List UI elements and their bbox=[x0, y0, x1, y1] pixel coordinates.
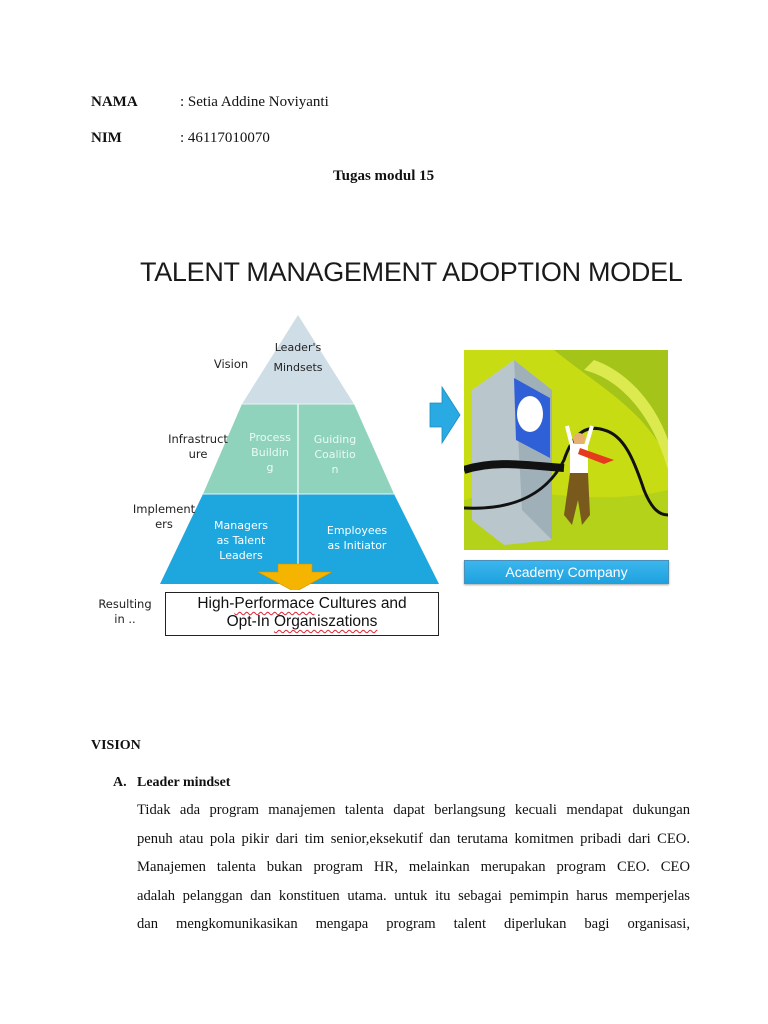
pyramid-bottom-tier bbox=[160, 494, 439, 584]
pyramid-diagram bbox=[160, 315, 439, 590]
figure-title: TALENT MANAGEMENT ADOPTION MODEL bbox=[140, 257, 683, 287]
employees-text: Employees as Initiator bbox=[326, 524, 388, 552]
managers-text: Managers as Talent Leaders bbox=[214, 519, 268, 562]
resulting-label: Resulting in .. bbox=[98, 597, 152, 626]
arrow-down-icon bbox=[257, 563, 333, 590]
name-value: : Setia Addine Noviyanti bbox=[180, 94, 329, 110]
infrastructure-label: Infrastruct ure bbox=[168, 432, 228, 461]
vision-label: Vision bbox=[213, 357, 249, 371]
result-line-2: Opt-In Organiszations bbox=[226, 613, 378, 630]
result-line-1: High-Performace Cultures and bbox=[197, 595, 407, 612]
computer-person-illustration bbox=[464, 350, 668, 550]
nim-value: : 46117010070 bbox=[180, 130, 270, 146]
arrow-right-icon bbox=[429, 385, 461, 445]
pyramid-top-tier bbox=[242, 315, 354, 404]
name-label: NAMA bbox=[91, 94, 138, 110]
section-title-vision: VISION bbox=[91, 738, 141, 753]
implementers-label: Implement ers bbox=[132, 502, 196, 531]
leader-mindset-paragraph: Tidak ada program manajemen talenta dapa… bbox=[137, 796, 690, 939]
nim-label: NIM bbox=[91, 130, 122, 146]
paragraph-line: dan mengkomunikasikan mengapa program ta… bbox=[137, 916, 690, 932]
subsection-marker: A. bbox=[113, 775, 127, 790]
subsection-title: Leader mindset bbox=[137, 775, 231, 790]
talent-model-figure: TALENT MANAGEMENT ADOPTION MODEL Leader'… bbox=[88, 240, 698, 645]
paragraph-line: Manajemen talenta bukan program HR, mela… bbox=[137, 859, 690, 875]
result-box: High-Performace Cultures and Opt-In Orga… bbox=[165, 592, 439, 636]
process-building-text: Process Buildin g bbox=[249, 431, 291, 474]
guiding-coalition-text: Guiding Coalitio n bbox=[313, 433, 357, 476]
academy-company-caption: Academy Company bbox=[464, 560, 669, 584]
document-title: Tugas modul 15 bbox=[333, 168, 435, 184]
pyramid-top-text: Leader's Mindsets bbox=[273, 341, 323, 374]
paragraph-line: penuh atau pola pikir dari tim senior,ek… bbox=[137, 830, 690, 847]
paragraph-line: adalah pelanggan dan konstituen utama. u… bbox=[137, 887, 690, 904]
paragraph-line: Tidak ada program manajemen talenta dapa… bbox=[137, 802, 690, 818]
